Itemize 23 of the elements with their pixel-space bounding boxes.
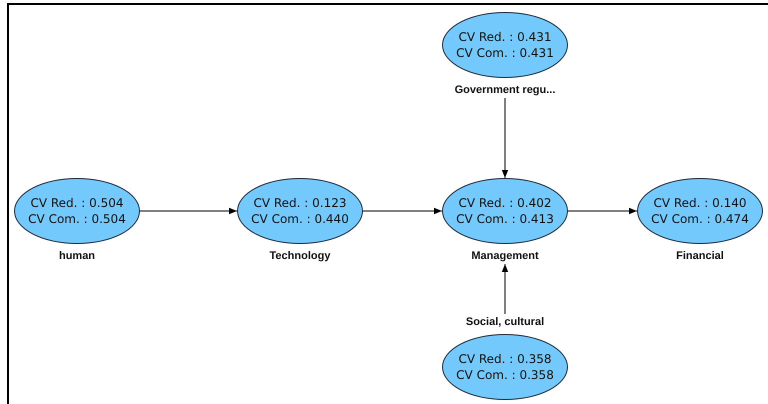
arrow (362, 208, 442, 214)
arrow (140, 208, 238, 214)
construct-label: Financial (676, 249, 724, 264)
construct-label: Social, cultural (466, 315, 544, 330)
cv-statistic: CV Com. : 0.474 (651, 211, 749, 227)
construct-label: Technology (270, 249, 330, 264)
cv-statistic: CV Com. : 0.440 (251, 211, 349, 227)
cv-statistic: CV Com. : 0.431 (456, 45, 554, 61)
cv-statistic: CV Com. : 0.413 (456, 211, 554, 227)
construct-label: Government regu... (454, 83, 556, 98)
cv-statistic: CV Com. : 0.358 (456, 367, 554, 383)
arrow (502, 264, 508, 314)
cv-statistic: CV Com. : 0.504 (28, 211, 126, 227)
cv-statistic: CV Red. : 0.431 (458, 29, 552, 45)
cv-statistic: CV Red. : 0.504 (30, 195, 124, 211)
cv-statistic: CV Red. : 0.140 (653, 195, 747, 211)
cv-statistic: CV Red. : 0.123 (253, 195, 347, 211)
cv-statistic: CV Red. : 0.402 (458, 195, 552, 211)
construct-label: Management (471, 249, 539, 264)
arrow (502, 98, 508, 178)
cv-statistic: CV Red. : 0.358 (458, 351, 552, 367)
arrow (568, 208, 638, 214)
construct-label: human (58, 249, 96, 264)
